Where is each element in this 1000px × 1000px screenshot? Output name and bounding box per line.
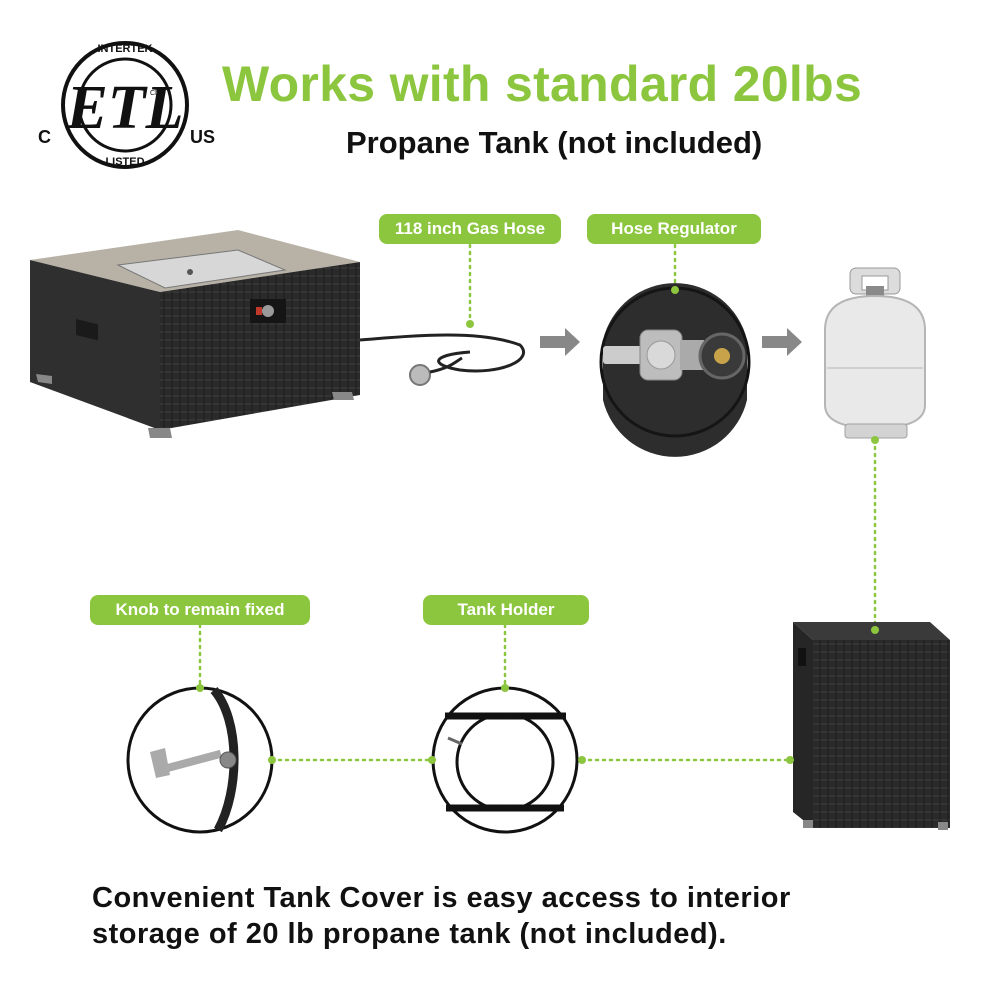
headline: Works with standard 20lbs <box>222 56 863 112</box>
svg-text:US: US <box>190 127 215 147</box>
label-hose-regulator: Hose Regulator <box>587 214 761 244</box>
connector-dots <box>196 286 879 764</box>
svg-text:INTERTEK: INTERTEK <box>98 43 153 55</box>
svg-text:CM: CM <box>150 90 161 97</box>
propane-tank-illustration <box>824 267 926 439</box>
label-knob: Knob to remain fixed <box>90 595 310 625</box>
arrow-icon <box>540 328 580 356</box>
svg-text:ETL: ETL <box>65 74 183 142</box>
tank-cover-illustration <box>793 622 950 830</box>
arrow-icon <box>762 328 802 356</box>
label-gas-hose: 118 inch Gas Hose <box>379 214 561 244</box>
caption: Convenient Tank Cover is easy access to … <box>92 880 972 952</box>
fire-table-illustration <box>30 230 525 438</box>
etl-certification-logo: INTERTEK LISTED ETL CM C US <box>30 35 220 175</box>
dotted-connectors <box>198 243 877 762</box>
regulator-detail <box>599 283 751 457</box>
label-tank-holder: Tank Holder <box>423 595 589 625</box>
caption-line-2: storage of 20 lb propane tank (not inclu… <box>92 918 727 950</box>
svg-text:LISTED: LISTED <box>105 156 144 168</box>
knob-detail <box>126 686 274 834</box>
svg-text:C: C <box>38 127 51 147</box>
tank-holder-detail <box>431 686 579 834</box>
subheadline: Propane Tank (not included) <box>346 125 763 160</box>
caption-line-1: Convenient Tank Cover is easy access to … <box>92 882 791 914</box>
